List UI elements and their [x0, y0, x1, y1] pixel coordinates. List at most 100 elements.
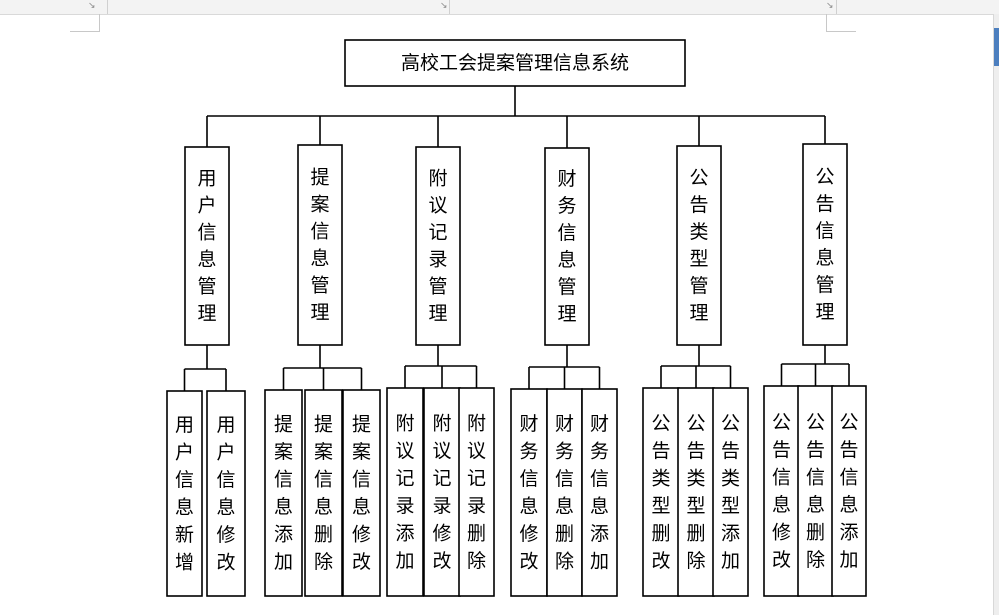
function-label: 提案信息添加 [274, 413, 293, 573]
function-box [166, 390, 203, 597]
function-label-char: 信 [555, 468, 574, 490]
function-label-char: 修 [432, 522, 451, 544]
function-label-char: 加 [274, 551, 293, 573]
function-label: 公告信息修改 [772, 411, 791, 571]
function-box [712, 387, 749, 597]
crop-mark [826, 31, 856, 32]
module-label-char: 告 [815, 193, 834, 215]
module-node: 用户信息管理 [184, 146, 230, 346]
function-label-char: 财 [590, 413, 609, 435]
resize-corner-icon[interactable]: ↘ [826, 1, 834, 11]
function-label-char: 增 [175, 551, 194, 573]
function-label: 附议记录删除 [467, 412, 486, 572]
function-label-char: 信 [806, 466, 825, 488]
function-label-char: 改 [772, 549, 791, 571]
module-label-char: 信 [557, 222, 576, 244]
module-label-char: 息 [557, 249, 576, 271]
function-box [797, 385, 834, 597]
function-label-char: 改 [519, 550, 538, 572]
module-label-char: 理 [689, 302, 708, 324]
function-label-char: 信 [772, 466, 791, 488]
function-label-char: 添 [274, 523, 293, 545]
module-label-char: 户 [197, 195, 216, 217]
function-node: 用户信息新增 [166, 390, 203, 597]
function-label-char: 记 [432, 467, 451, 489]
module-label: 公告信息管理 [815, 166, 834, 323]
function-label-char: 息 [772, 494, 791, 516]
function-label-char: 公 [806, 411, 825, 433]
function-label-char: 除 [467, 550, 486, 572]
module-label-char: 提 [310, 167, 329, 189]
scrollbar-thumb[interactable] [994, 28, 999, 66]
function-label-char: 息 [352, 496, 371, 518]
module-label: 公告类型管理 [689, 167, 708, 324]
module-node: 附议记录管理 [415, 146, 461, 346]
module-label-char: 务 [557, 195, 576, 217]
function-label-char: 息 [216, 496, 235, 518]
resize-corner-icon[interactable]: ↘ [88, 1, 96, 11]
module-label-char: 管 [428, 276, 447, 298]
module-label-char: 议 [428, 195, 447, 217]
function-label-char: 附 [467, 412, 486, 434]
module-label-char: 管 [310, 275, 329, 297]
function-label-char: 加 [590, 550, 609, 572]
module-box [676, 145, 722, 346]
function-label-char: 公 [839, 411, 858, 433]
function-label: 公告类型添加 [721, 412, 740, 572]
function-label-char: 删 [806, 521, 825, 543]
crop-mark [70, 31, 100, 32]
function-label-char: 删 [314, 523, 333, 545]
module-label-char: 案 [310, 194, 329, 216]
function-node: 用户信息修改 [206, 390, 246, 597]
function-label-char: 息 [555, 495, 574, 517]
function-label-char: 信 [519, 468, 538, 490]
function-node: 公告信息添加 [831, 385, 867, 597]
function-label: 提案信息修改 [352, 413, 371, 573]
module-node: 提案信息管理 [297, 144, 343, 346]
function-nodes: 用户信息新增用户信息修改提案信息添加提案信息删除提案信息修改附议记录添加附议记录… [166, 385, 867, 597]
function-label-char: 改 [216, 551, 235, 573]
module-node: 公告类型管理 [676, 145, 722, 346]
module-label-char: 理 [197, 303, 216, 325]
strip-divider [107, 0, 108, 14]
function-label-char: 财 [555, 413, 574, 435]
module-label-char: 理 [428, 303, 447, 325]
function-label-char: 告 [806, 439, 825, 461]
function-label: 财务信息添加 [590, 413, 609, 573]
function-label-char: 记 [467, 467, 486, 489]
crop-mark [826, 14, 827, 32]
module-label-char: 类 [689, 221, 708, 243]
function-label-char: 信 [274, 468, 293, 490]
module-label-char: 理 [557, 303, 576, 325]
function-label-char: 息 [175, 496, 194, 518]
function-label-char: 息 [590, 495, 609, 517]
module-node: 公告信息管理 [802, 143, 848, 346]
function-label-char: 公 [651, 412, 670, 434]
function-label-char: 删 [555, 523, 574, 545]
function-label: 附议记录修改 [432, 412, 451, 572]
function-label-char: 提 [352, 413, 371, 435]
function-box [264, 389, 303, 597]
function-label-char: 附 [432, 412, 451, 434]
module-label-char: 型 [689, 248, 708, 270]
function-label-char: 告 [686, 440, 705, 462]
function-label-char: 记 [395, 467, 414, 489]
module-box [184, 146, 230, 346]
function-label: 公告信息删除 [806, 411, 825, 571]
function-node: 公告信息修改 [763, 385, 800, 597]
function-label-char: 息 [519, 495, 538, 517]
function-label-char: 财 [519, 413, 538, 435]
function-label-char: 信 [839, 466, 858, 488]
vertical-scrollbar[interactable] [993, 14, 999, 615]
function-label-char: 信 [216, 469, 235, 491]
function-label-char: 告 [651, 440, 670, 462]
function-label-char: 务 [519, 440, 538, 462]
module-label-char: 公 [689, 167, 708, 189]
function-node: 提案信息删除 [304, 389, 343, 597]
resize-corner-icon[interactable]: ↘ [440, 1, 448, 11]
function-box [510, 388, 548, 597]
function-label-char: 除 [686, 550, 705, 572]
crop-mark [99, 14, 100, 32]
function-label-char: 添 [839, 521, 858, 543]
